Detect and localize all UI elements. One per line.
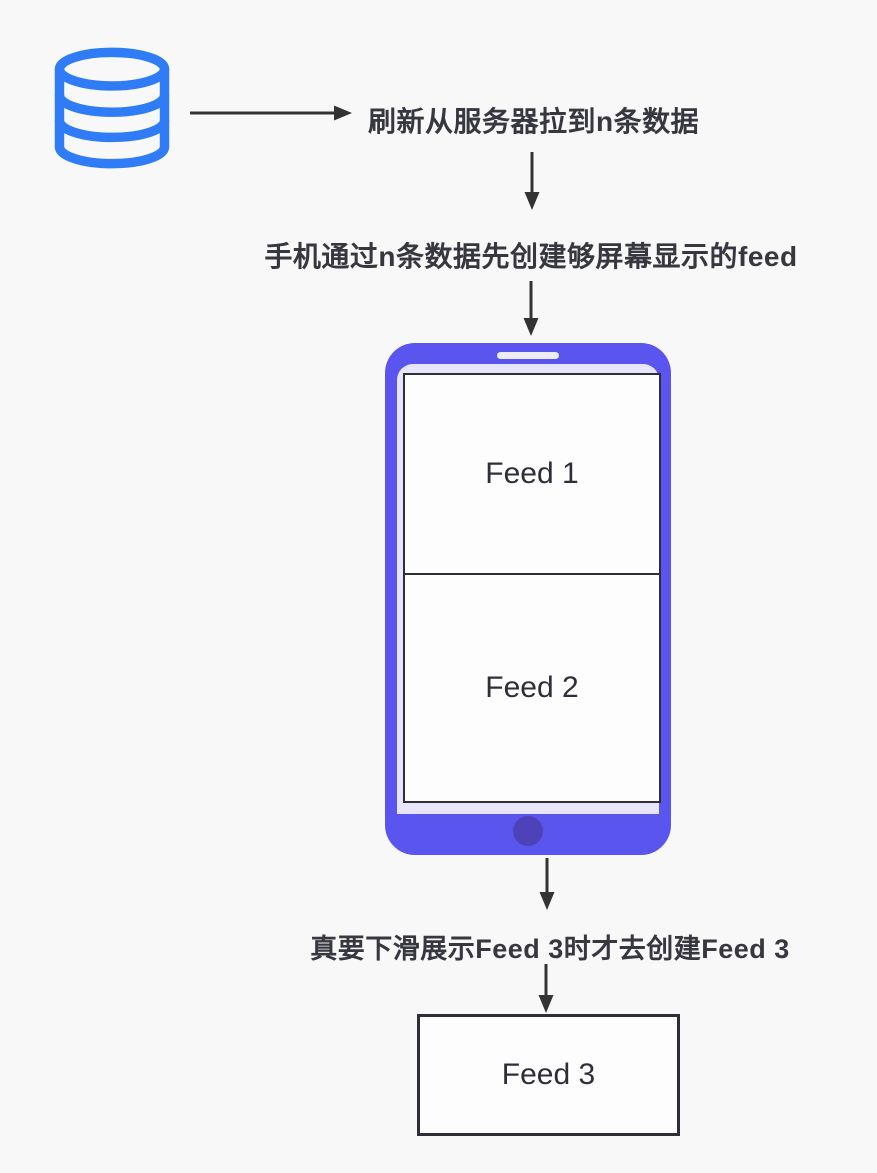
phone-home-button-icon	[513, 816, 543, 846]
feed1-box: Feed 1	[405, 375, 659, 575]
step2-label: 手机通过n条数据先创建够屏幕显示的feed	[264, 241, 798, 272]
step3-label: 真要下滑展示Feed 3时才去创建Feed 3	[310, 934, 790, 964]
feed3-box: Feed 3	[417, 1014, 680, 1136]
feed2-label: Feed 2	[485, 671, 579, 704]
phone-speaker	[497, 352, 559, 359]
feed2-box: Feed 2	[405, 575, 659, 801]
feed3-label: Feed 3	[501, 1058, 596, 1091]
database-icon	[48, 45, 176, 171]
phone-illustration: Feed 1 Feed 2	[385, 343, 671, 855]
feed-stack: Feed 1 Feed 2	[403, 373, 661, 803]
step1-label: 刷新从服务器拉到n条数据	[368, 106, 700, 137]
feed1-label: Feed 1	[485, 457, 579, 490]
